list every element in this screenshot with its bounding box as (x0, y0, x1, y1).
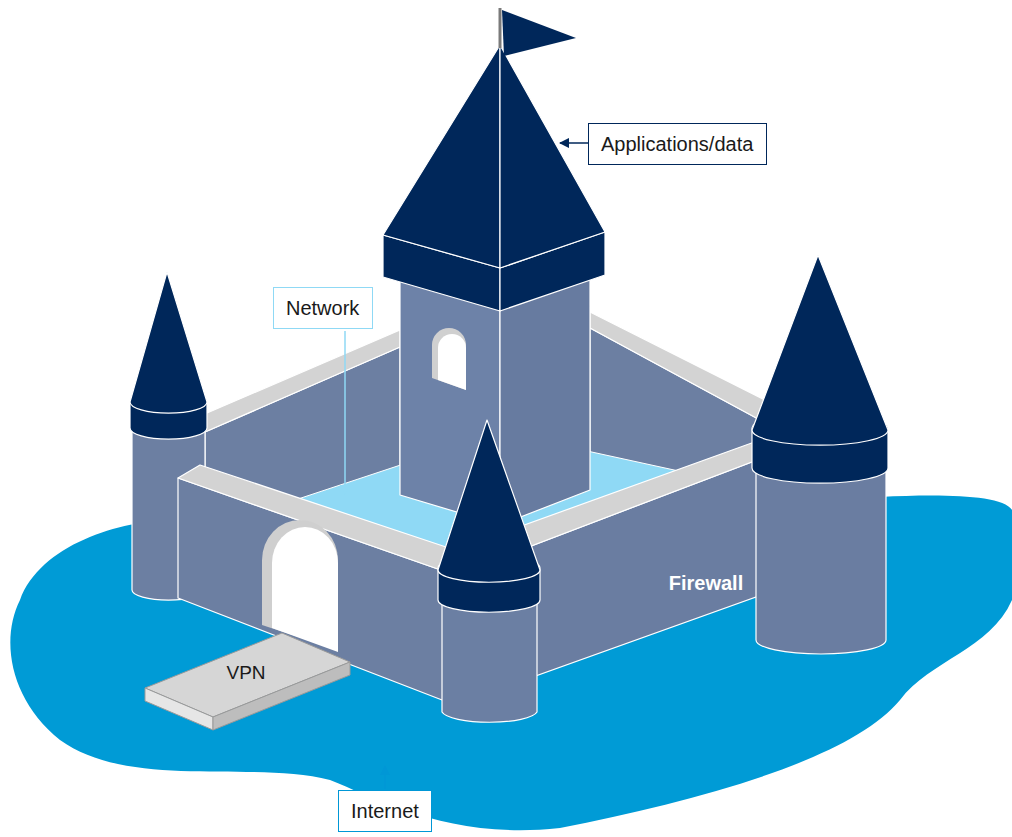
front-tower-part (442, 600, 537, 722)
central-keep-part (383, 45, 500, 268)
callout-box: Internet (338, 790, 432, 832)
callout-text: Network (286, 296, 360, 320)
callout-box: Applications/data (588, 123, 767, 165)
vpn-bridge (145, 633, 350, 730)
central-keep-part (500, 270, 590, 525)
back-walls-part (200, 330, 400, 432)
right-tower (752, 255, 888, 654)
gate-arch (262, 520, 338, 652)
callout-text: Applications/data (601, 132, 754, 156)
leader-lines-part (384, 766, 386, 789)
vpn-bridge-part (145, 688, 213, 730)
vpn-bridge-part (213, 662, 350, 730)
central-keep-part (432, 328, 466, 390)
central-keep-part (502, 10, 576, 56)
back-walls-part (590, 312, 775, 420)
leader-lines-part (344, 331, 346, 494)
wall-label: Firewall (669, 572, 743, 595)
front-tower (438, 420, 540, 722)
right-tower-part (756, 470, 886, 654)
callout-text: Internet (351, 799, 419, 823)
leader-lines (345, 143, 588, 789)
bridge-label: VPN (226, 662, 265, 684)
left-tower-part (130, 272, 207, 413)
front-tower-part (438, 420, 540, 582)
central-keep-part (438, 334, 466, 390)
central-keep-part (499, 8, 502, 48)
right-tower-part (752, 255, 888, 445)
callout-box: Network (273, 287, 373, 329)
leader-lines-part (560, 142, 588, 144)
